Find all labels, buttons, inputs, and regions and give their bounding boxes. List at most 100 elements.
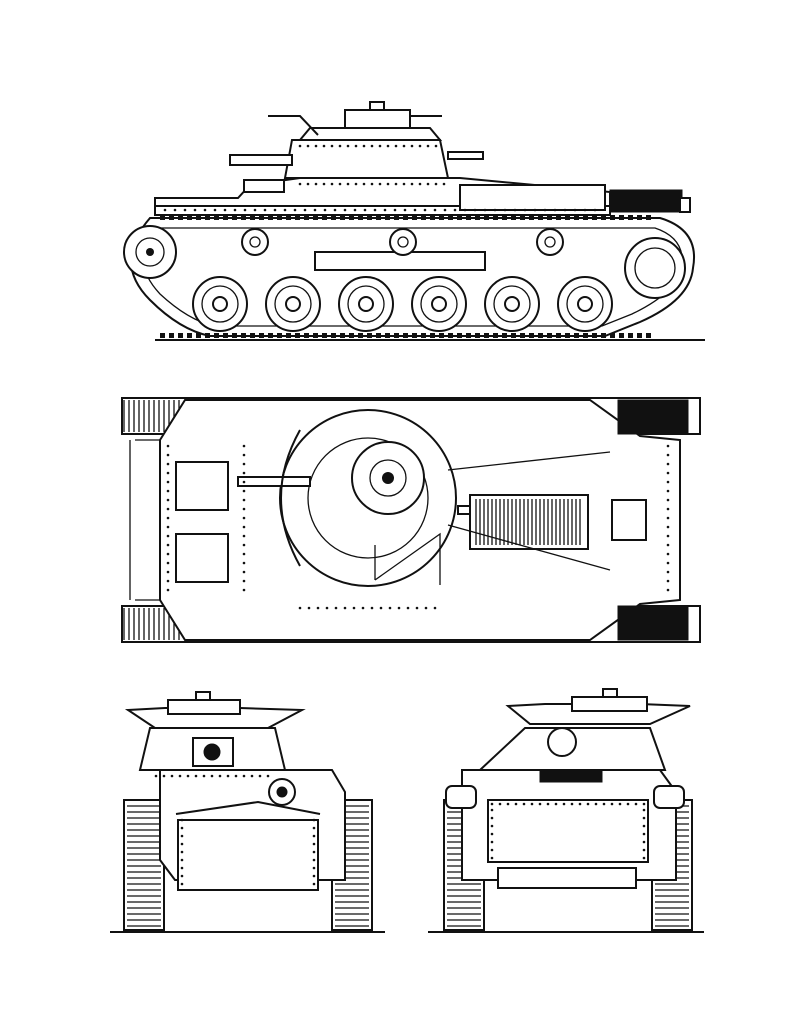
- side-hull-mg-mount: [243, 179, 285, 193]
- side-rivet: [443, 208, 447, 212]
- side-return-roller-hub: [249, 236, 261, 248]
- side-track-link: [475, 215, 480, 220]
- side-rivet: [553, 208, 557, 212]
- side-engine-deck: [459, 184, 606, 211]
- side-track-link: [619, 333, 624, 338]
- side-rivet: [253, 208, 257, 212]
- side-rivet: [533, 208, 537, 212]
- side-rivet: [363, 208, 367, 212]
- side-track-link: [304, 215, 309, 220]
- top-rivet: [666, 498, 670, 502]
- side-cupola-hatch: [369, 101, 385, 111]
- front-rivet: [162, 774, 166, 778]
- side-track-link: [340, 215, 345, 220]
- side-track-link: [169, 215, 174, 220]
- side-track-link: [367, 215, 372, 220]
- side-track-link: [376, 215, 381, 220]
- front-rivet: [312, 882, 316, 886]
- front-rivet: [180, 866, 184, 870]
- top-rivet: [666, 570, 670, 574]
- side-exhaust-tip: [679, 197, 691, 213]
- side-rivet: [426, 182, 430, 186]
- side-road-wheel-rim: [420, 285, 458, 323]
- side-rivet: [330, 182, 334, 186]
- front-rivet: [180, 842, 184, 846]
- top-rivet: [370, 606, 374, 610]
- top-rivet: [424, 606, 428, 610]
- side-rivet: [426, 144, 430, 148]
- side-track-link: [286, 215, 291, 220]
- side-track-link: [511, 215, 516, 220]
- side-rivet: [333, 208, 337, 212]
- side-view: [123, 101, 705, 341]
- top-rivet: [166, 570, 170, 574]
- top-deck-rails: [447, 451, 611, 571]
- side-return-roller-hub: [397, 236, 409, 248]
- front-rivet: [180, 834, 184, 838]
- side-return-rollers: [241, 228, 564, 256]
- side-track-link: [331, 333, 336, 338]
- side-return-roller: [536, 228, 564, 256]
- side-track-link: [547, 215, 552, 220]
- side-track-link: [610, 215, 615, 220]
- top-rivet: [242, 525, 246, 529]
- side-track-link: [241, 215, 246, 220]
- top-front-glacis: [129, 439, 161, 601]
- front-rivet: [180, 818, 184, 822]
- rear-cupola: [571, 696, 648, 712]
- rear-rivet: [634, 802, 638, 806]
- side-track-link: [529, 215, 534, 220]
- side-rivet: [583, 208, 587, 212]
- side-track-link: [349, 215, 354, 220]
- side-return-roller-hub: [544, 236, 556, 248]
- top-rivet: [666, 552, 670, 556]
- side-track-link: [601, 215, 606, 220]
- side-rivet: [263, 208, 267, 212]
- side-rivet: [330, 144, 334, 148]
- top-rivet: [242, 552, 246, 556]
- side-track-link: [295, 215, 300, 220]
- top-rivet: [666, 489, 670, 493]
- front-rivet: [180, 858, 184, 862]
- side-track-link: [637, 333, 642, 338]
- side-track-link: [592, 215, 597, 220]
- side-track-link: [610, 333, 615, 338]
- top-rivet: [307, 606, 311, 610]
- side-sprocket-hub: [135, 237, 165, 267]
- top-view: [121, 397, 701, 643]
- front-rivet: [250, 774, 254, 778]
- top-rivet: [242, 516, 246, 520]
- side-track-link: [412, 333, 417, 338]
- rear-muffler-left: [445, 785, 477, 809]
- side-road-wheel-rim: [493, 285, 531, 323]
- front-cupola: [167, 699, 241, 715]
- rear-rivet: [546, 802, 550, 806]
- top-rivet: [242, 444, 246, 448]
- side-road-wheel-rim: [347, 285, 385, 323]
- side-antenna-rail: [268, 115, 442, 136]
- rear-view: [428, 688, 704, 933]
- top-rivet: [166, 471, 170, 475]
- top-rivet: [166, 480, 170, 484]
- top-grille-slats: [475, 499, 581, 545]
- rear-rivet: [490, 832, 494, 836]
- side-rivet: [243, 208, 247, 212]
- side-track-link: [250, 215, 255, 220]
- rear-rivet: [570, 802, 574, 806]
- side-track-link: [349, 333, 354, 338]
- side-idler-wheel: [624, 237, 686, 299]
- side-rivet: [370, 182, 374, 186]
- side-rivet: [383, 208, 387, 212]
- side-road-wheel-hub: [358, 296, 374, 312]
- side-idler-hub: [634, 247, 676, 289]
- side-rivet: [322, 144, 326, 148]
- side-track-link: [367, 333, 372, 338]
- front-rivet: [178, 774, 182, 778]
- side-track-link: [538, 333, 543, 338]
- top-exhaust-left: [617, 399, 689, 435]
- side-track-link: [259, 333, 264, 338]
- front-cupola-hatch: [195, 691, 211, 701]
- side-track-link: [565, 333, 570, 338]
- side-rivet: [163, 208, 167, 212]
